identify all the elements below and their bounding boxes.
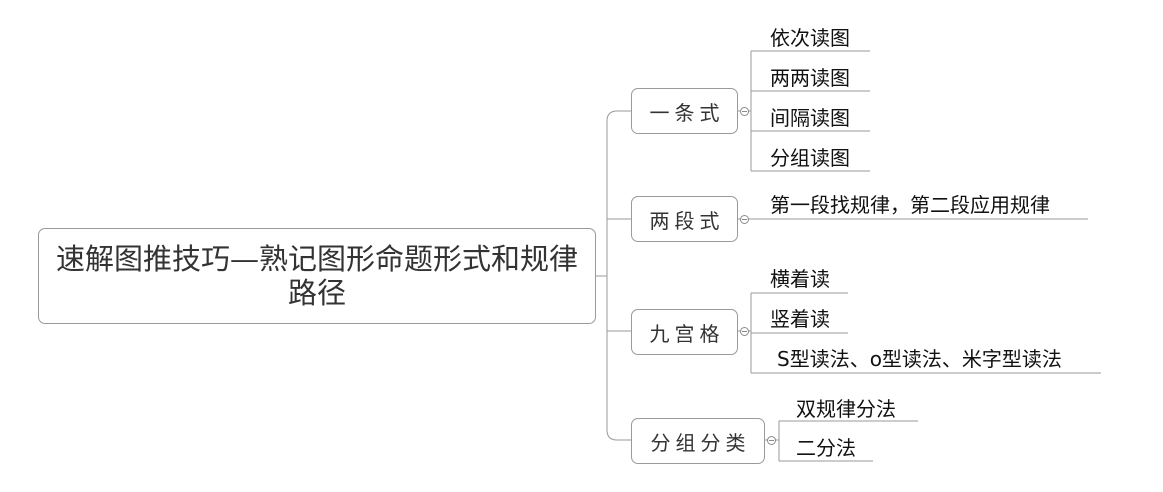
leaf-node[interactable]: 两两读图 — [770, 66, 850, 90]
branch-label: 两段式 — [649, 208, 725, 233]
root-title: 速解图推技巧—熟记图形命题形式和规律路径 — [55, 242, 578, 310]
branch-node-yitiaoshi[interactable]: 一条式 — [631, 88, 738, 134]
leaf-node[interactable]: 横着读 — [770, 267, 830, 291]
branch-label: 九宫格 — [649, 321, 725, 346]
leaf-node[interactable]: 二分法 — [796, 436, 856, 460]
collapse-toggle-icon[interactable] — [740, 327, 749, 336]
branch-node-fenzufenlei[interactable]: 分组分类 — [631, 418, 765, 464]
leaf-node[interactable]: 间隔读图 — [770, 106, 850, 130]
branch-node-liangduanshi[interactable]: 两段式 — [631, 196, 738, 242]
leaf-node[interactable]: 第一段找规律，第二段应用规律 — [770, 193, 1050, 217]
leaf-node[interactable]: 竖着读 — [770, 307, 830, 331]
branch-label: 分组分类 — [650, 430, 751, 455]
collapse-toggle-icon[interactable] — [740, 107, 749, 116]
branch-node-jiugongge[interactable]: 九宫格 — [631, 309, 738, 355]
branch-label: 一条式 — [649, 100, 725, 125]
collapse-toggle-icon[interactable] — [767, 436, 776, 445]
leaf-node[interactable]: 分组读图 — [770, 146, 850, 170]
leaf-node[interactable]: 依次读图 — [770, 26, 850, 50]
leaf-node[interactable]: 双规律分法 — [796, 397, 896, 421]
collapse-toggle-icon[interactable] — [740, 215, 749, 224]
root-node[interactable]: 速解图推技巧—熟记图形命题形式和规律路径 — [38, 228, 596, 324]
leaf-node[interactable]: S型读法、o型读法、米字型读法 — [777, 347, 1062, 371]
